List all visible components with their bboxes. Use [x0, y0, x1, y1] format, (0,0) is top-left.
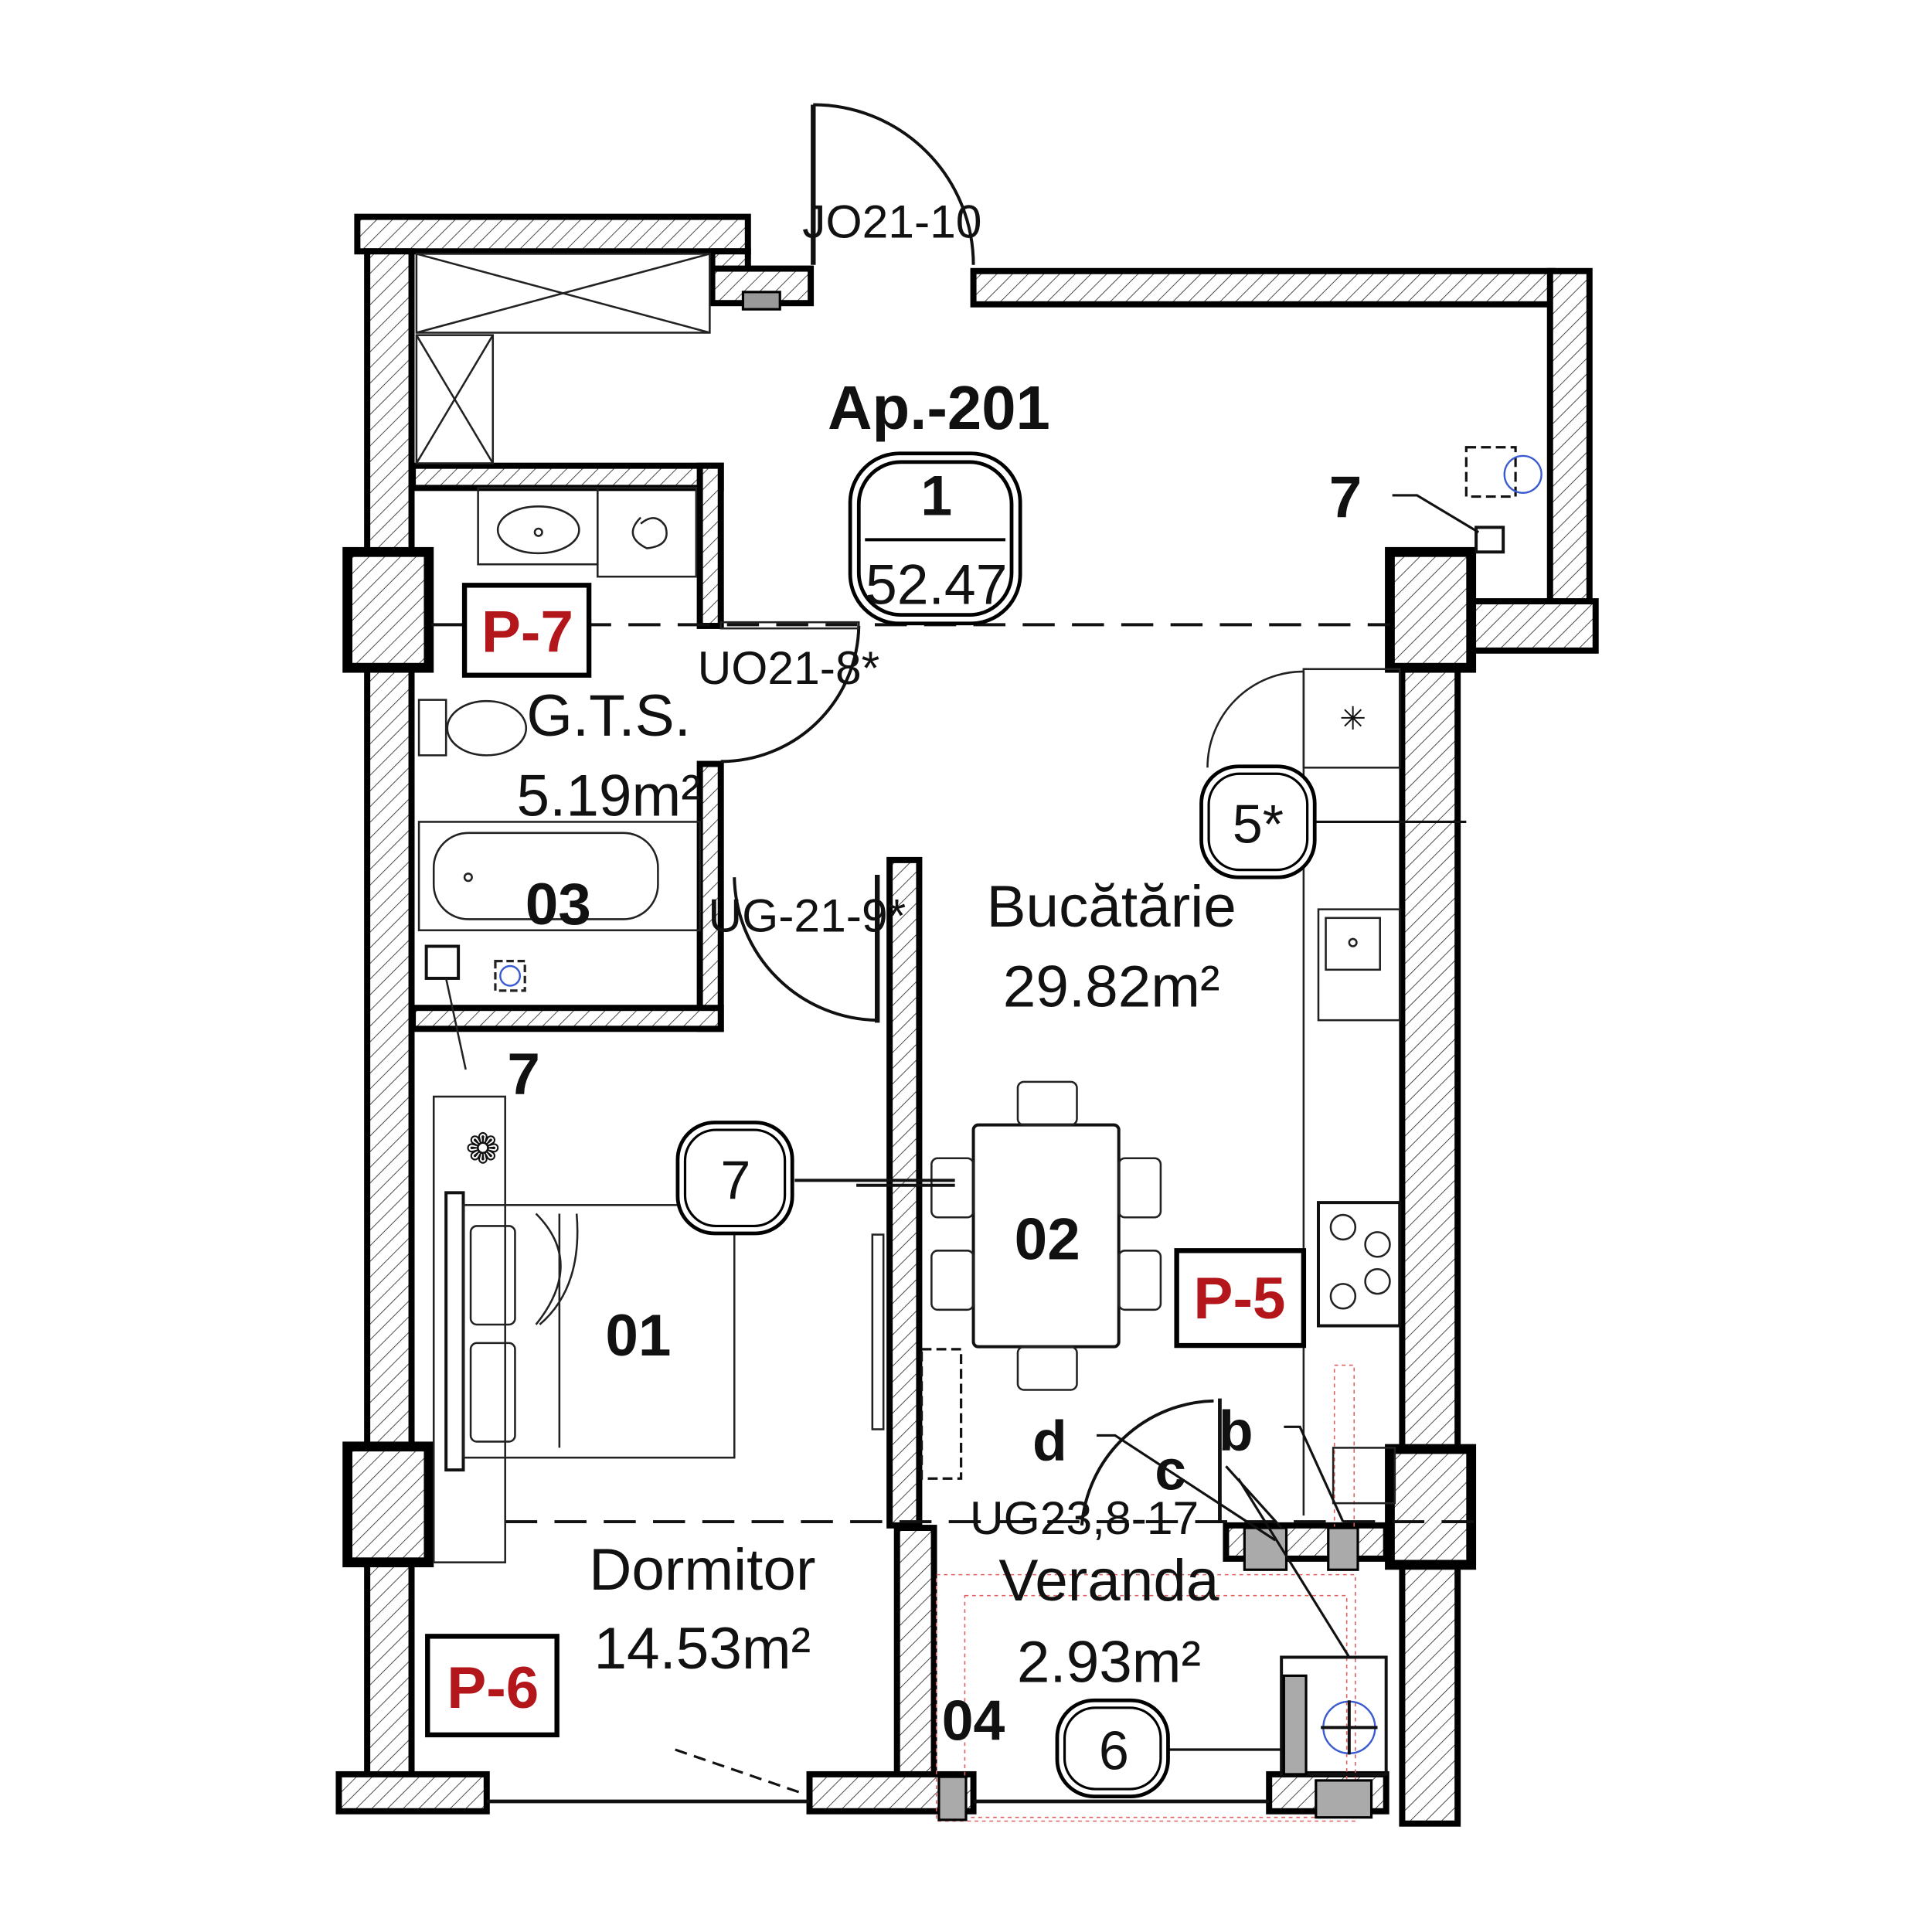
marker-6-circle: 6 — [1055, 1698, 1170, 1799]
svg-text:P-7: P-7 — [481, 599, 573, 665]
entrance-door-code: JO21-10 — [802, 196, 981, 248]
leader-lines — [794, 494, 1480, 1751]
panel-tag-p6: P-6 — [425, 1634, 560, 1738]
room-id-02: 02 — [1015, 1206, 1080, 1272]
marker-7-bath: 7 — [507, 1042, 540, 1107]
room-name-bedroom: Dormitor — [589, 1537, 815, 1603]
veranda-door-code: UG23,8-17 — [970, 1492, 1199, 1544]
marker-7-circle: 7 — [675, 1121, 794, 1236]
room-id-01: 01 — [605, 1303, 671, 1369]
room-name-veranda: Veranda — [998, 1548, 1219, 1614]
badge-number: 1 — [920, 464, 952, 527]
room-id-04: 04 — [942, 1689, 1005, 1752]
bathroom-fixtures — [417, 487, 701, 1070]
kitchen-fixtures: ✳ — [920, 668, 1402, 1516]
badge-area: 52.47 — [866, 553, 1008, 616]
room-name-gts: G.T.S. — [526, 683, 691, 749]
bath-door-code: UO21-8* — [698, 641, 880, 694]
leader-letter-b: b — [1219, 1400, 1253, 1463]
bedroom-door[interactable] — [733, 875, 880, 1023]
bath-door[interactable] — [719, 621, 861, 764]
room-id-03: 03 — [526, 872, 591, 937]
apartment-badge: 1 52.47 — [848, 451, 1022, 626]
storage — [415, 253, 781, 464]
room-name-kitchen: Bucătărie — [987, 874, 1236, 940]
bedroom-furniture: ❁ — [432, 1095, 885, 1794]
svg-text:7: 7 — [720, 1149, 750, 1210]
leader-letter-d: d — [1032, 1409, 1067, 1472]
bedroom-door-code: UG-21-9* — [708, 889, 906, 941]
room-area-kitchen: 29.82m² — [1003, 954, 1220, 1020]
leader-letter-c: c — [1155, 1439, 1186, 1502]
svg-text:✳: ✳ — [1339, 700, 1366, 736]
svg-text:❁: ❁ — [465, 1126, 500, 1172]
apartment-title: Ap.-201 — [828, 373, 1050, 442]
svg-text:6: 6 — [1099, 1720, 1129, 1781]
room-area-veranda: 2.93m² — [1017, 1629, 1201, 1695]
room-area-bedroom: 14.53m² — [594, 1616, 811, 1682]
svg-text:P-5: P-5 — [1193, 1266, 1285, 1332]
walls — [335, 213, 1599, 1827]
panel-tag-p7: P-7 — [461, 583, 592, 678]
panel-tag-p5: P-5 — [1174, 1248, 1307, 1349]
svg-text:P-6: P-6 — [447, 1655, 539, 1721]
marker-5-star: 5* — [1199, 764, 1317, 879]
marker-7-top: 7 — [1329, 465, 1362, 531]
svg-text:5*: 5* — [1233, 794, 1284, 855]
room-area-gts: 5.19m² — [517, 763, 701, 828]
entrance-door[interactable] — [811, 103, 975, 265]
veranda-fixtures — [937, 446, 1543, 1821]
